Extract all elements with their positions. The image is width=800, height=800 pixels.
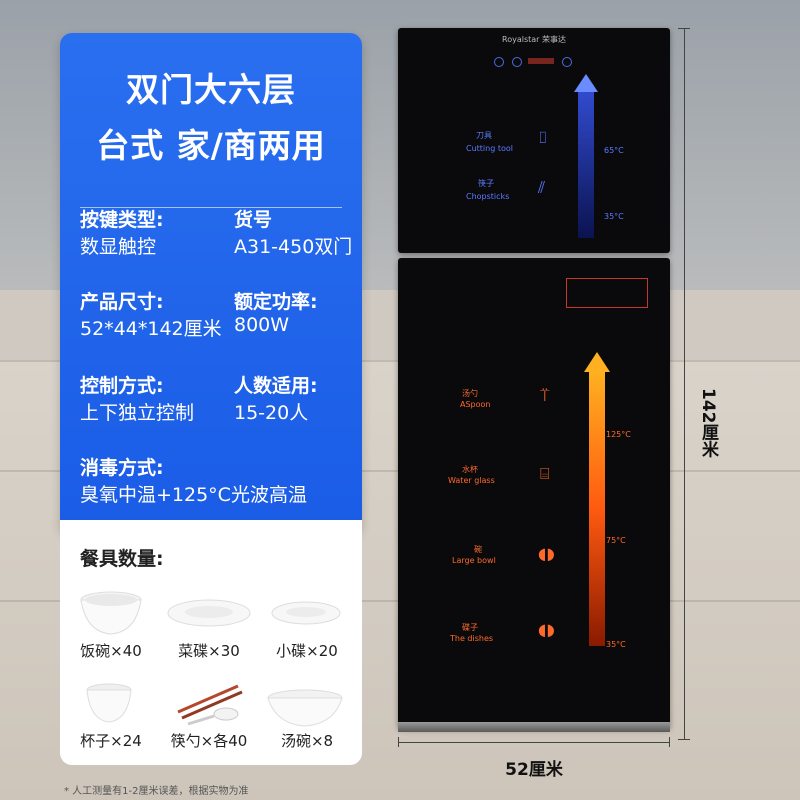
bottom-item-en-3: Large bowl bbox=[452, 556, 496, 565]
dish-label-cup: 杯子×24 bbox=[80, 732, 142, 750]
small-plate-image bbox=[271, 601, 341, 625]
rice-bowl-image bbox=[80, 591, 142, 635]
card-divider bbox=[80, 207, 342, 208]
temperature-bar-orange bbox=[584, 352, 610, 646]
spec-label-button-type: 按键类型: bbox=[80, 209, 164, 231]
spec-label-power: 额定功率: bbox=[234, 291, 318, 313]
spec-value-disinfection: 臭氧中温+125°C光波高温 bbox=[80, 484, 307, 506]
bottom-item-en-4: The dishes bbox=[450, 634, 494, 643]
soup-bowl-image bbox=[267, 689, 343, 727]
spec-label-item-no: 货号 bbox=[234, 209, 273, 231]
digital-display bbox=[528, 58, 554, 64]
dish-label-small-plate: 小碟×20 bbox=[276, 642, 338, 660]
glass-icon: ⌸ bbox=[540, 464, 550, 483]
top-item-cn-2: 筷子 bbox=[478, 179, 494, 188]
footnote: * 人工测量有1-2厘米误差，根据实物为准 bbox=[64, 786, 249, 797]
spec-value-size: 52*44*142厘米 bbox=[80, 318, 222, 340]
dish-label-plate: 菜碟×30 bbox=[178, 642, 240, 660]
bowl-icon: ◖◗ bbox=[538, 544, 555, 563]
spec-value-people: 15-20人 bbox=[234, 402, 309, 424]
spec-label-disinfection: 消毒方式: bbox=[80, 457, 164, 479]
dish-label-rice-bowl: 饭碗×40 bbox=[80, 642, 142, 660]
dish-label-chopsticks-spoon: 筷勺×各40 bbox=[170, 732, 248, 750]
dishes-card: 餐具数量: 饭碗×40 菜碟×30 小碟×20 杯子×24 bbox=[60, 520, 362, 765]
bottom-temp-mid: 75°C bbox=[606, 536, 626, 545]
spec-label-control: 控制方式: bbox=[80, 375, 164, 397]
bottom-item-en-1: ASpoon bbox=[460, 400, 491, 409]
spec-value-item-no: A31-450双门 bbox=[234, 236, 353, 258]
top-item-en-2: Chopsticks bbox=[466, 192, 510, 201]
spoon-icon: ⍡ bbox=[540, 386, 550, 405]
dimension-tick bbox=[678, 28, 690, 29]
height-dimension-line bbox=[684, 28, 685, 740]
height-label: 142厘米 bbox=[698, 388, 718, 458]
dimension-tick bbox=[678, 739, 690, 740]
spec-value-power: 800W bbox=[234, 314, 290, 336]
chopsticks-icon: ⫽ bbox=[538, 178, 546, 197]
chopsticks-spoon-image bbox=[177, 684, 243, 726]
bottom-item-cn-1: 汤勺 bbox=[462, 389, 478, 398]
bottom-temp-high: 125°C bbox=[606, 430, 631, 439]
control-button bbox=[494, 57, 504, 67]
card-title-line1: 双门大六层 bbox=[126, 70, 296, 109]
spec-label-people: 人数适用: bbox=[234, 375, 318, 397]
dish-label-soup-bowl: 汤碗×8 bbox=[280, 732, 334, 750]
top-temp-low: 35°C bbox=[604, 212, 624, 221]
bottom-temp-low: 35°C bbox=[606, 640, 626, 649]
bottom-item-en-2: Water glass bbox=[448, 476, 495, 485]
cabinet-base bbox=[398, 722, 670, 732]
top-item-en-1: Cutting tool bbox=[466, 144, 513, 153]
dimension-tick bbox=[398, 737, 399, 747]
dimension-tick bbox=[669, 737, 670, 747]
spec-value-button-type: 数显触控 bbox=[80, 236, 157, 258]
top-item-cn-1: 刀具 bbox=[476, 131, 492, 140]
bottom-item-cn-4: 碟子 bbox=[462, 623, 478, 632]
width-dimension-line bbox=[398, 742, 670, 743]
temperature-bar-blue bbox=[574, 74, 598, 238]
bottom-item-cn-3: 碗 bbox=[474, 545, 482, 554]
width-label: 52厘米 bbox=[505, 760, 563, 780]
control-button bbox=[562, 57, 572, 67]
spec-label-size: 产品尺寸: bbox=[80, 291, 164, 313]
dishes-title: 餐具数量: bbox=[80, 548, 164, 570]
card-title-line2: 台式 家/商两用 bbox=[96, 126, 326, 165]
brand-logo: Royalstar 荣事达 bbox=[502, 35, 566, 44]
spec-card: 双门大六层 台式 家/商两用 按键类型: 数显触控 货号 A31-450双门 产… bbox=[60, 33, 362, 533]
knife-icon: ⌷ bbox=[538, 128, 548, 147]
cup-image bbox=[86, 683, 132, 723]
plate-image bbox=[167, 599, 251, 627]
spec-value-control: 上下独立控制 bbox=[80, 402, 195, 424]
cabinet-top-door: Royalstar 荣事达 刀具 Cutting tool 筷子 Chopsti… bbox=[398, 28, 670, 253]
bottom-item-cn-2: 水杯 bbox=[462, 465, 478, 474]
cabinet-bottom-door: 汤勺 ASpoon 水杯 Water glass 碗 Large bowl 碟子… bbox=[398, 258, 670, 728]
top-temp-high: 65°C bbox=[604, 146, 624, 155]
warning-label bbox=[566, 278, 648, 308]
control-panel bbox=[488, 54, 578, 70]
dish-icon: ◖◗ bbox=[538, 620, 555, 639]
control-button bbox=[512, 57, 522, 67]
